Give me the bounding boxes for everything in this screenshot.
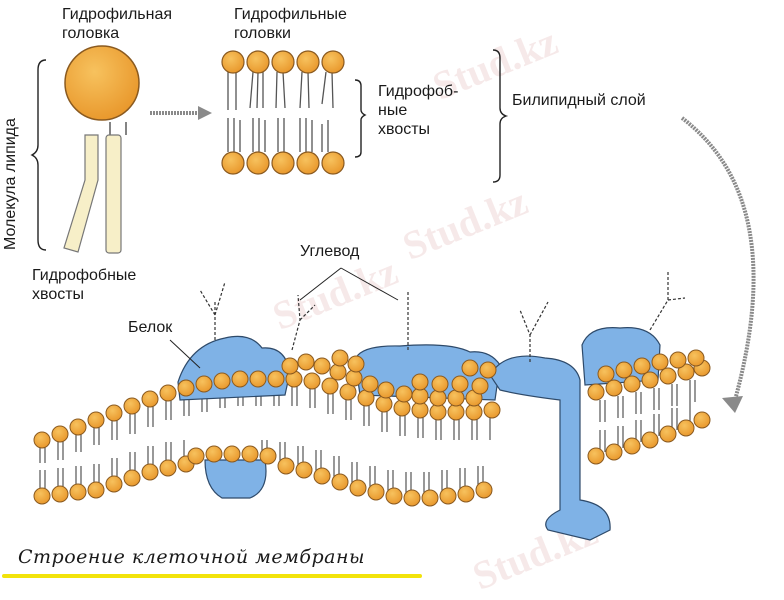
label-lipid-molecule: Молекула липида [2, 118, 19, 250]
curved-arrow-icon [680, 116, 756, 413]
bilayer-schematic [221, 50, 345, 175]
caption-underline [2, 574, 422, 578]
label-bilipid-layer: Билипидный слой [512, 92, 646, 109]
lipid-molecule [63, 45, 140, 254]
bilayer-brace [492, 49, 509, 183]
label-carbohydrate: Углевод [300, 243, 360, 260]
arrow-right-icon [150, 106, 212, 120]
lipid-brace [30, 59, 47, 251]
figure-caption: Строение клеточной мембраны [18, 546, 365, 568]
protein-transmembrane [489, 355, 611, 541]
label-protein: Белок [128, 319, 173, 336]
protein-left [177, 335, 291, 401]
cell-membrane [33, 267, 711, 541]
carbohydrate-chains [199, 270, 686, 362]
protein-bottom [204, 459, 267, 499]
tails-brace [354, 79, 367, 158]
